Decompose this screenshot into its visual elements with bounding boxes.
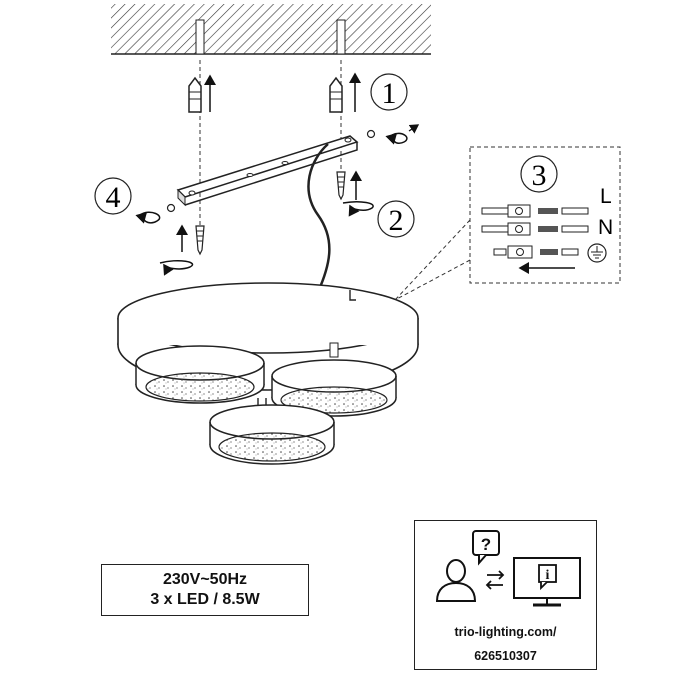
- mounting-bracket: [176, 135, 359, 207]
- support-url: trio-lighting.com/: [454, 625, 557, 639]
- wall-plug-icon: [188, 74, 216, 113]
- voltage-spec: 230V~50Hz: [162, 571, 248, 588]
- step-2-label: 2: [389, 204, 404, 237]
- step-3-label: 3: [532, 159, 547, 192]
- support-box: ? i trio-lighting.com/ 626510307: [414, 520, 597, 670]
- lamp-head-front: [209, 398, 335, 465]
- svg-text:?: ?: [481, 535, 491, 554]
- led-spec: 3 x LED / 8.5W: [150, 591, 260, 608]
- article-number: 626510307: [474, 649, 537, 663]
- support-illustration: ? i: [435, 530, 581, 607]
- wire-neutral-label: N: [598, 216, 613, 239]
- wall-plug-icon: [329, 72, 361, 113]
- specification-box: 230V~50Hz 3 x LED / 8.5W: [101, 564, 309, 616]
- wire-live-label: L: [600, 185, 612, 208]
- power-cable: [307, 143, 331, 293]
- person-icon: [435, 559, 477, 602]
- screw-icon: [336, 170, 362, 201]
- step-4-label: 4: [106, 181, 121, 214]
- ground-icon: [587, 243, 607, 263]
- step-1-label: 1: [382, 77, 397, 110]
- terminal-row-live: [481, 204, 589, 218]
- wiring-detail: 3 L N: [394, 146, 621, 301]
- terminal-row-earth: [493, 245, 579, 259]
- swap-arrows-icon: [485, 570, 505, 590]
- terminal-row-neutral: [481, 222, 589, 236]
- lamp-head-left: [135, 345, 265, 404]
- nut-icon: [166, 129, 376, 213]
- ceiling-hatch: [111, 4, 431, 55]
- rotate-arrow-icon: [135, 132, 408, 276]
- step-1-marker: 1: [370, 73, 408, 111]
- svg-text:i: i: [546, 568, 550, 583]
- step-2-marker: 2: [377, 200, 415, 238]
- step-4-marker: 4: [94, 177, 132, 215]
- screw-icon: [176, 224, 205, 256]
- question-bubble-icon: ?: [472, 530, 500, 566]
- monitor-info-icon: i: [513, 557, 581, 607]
